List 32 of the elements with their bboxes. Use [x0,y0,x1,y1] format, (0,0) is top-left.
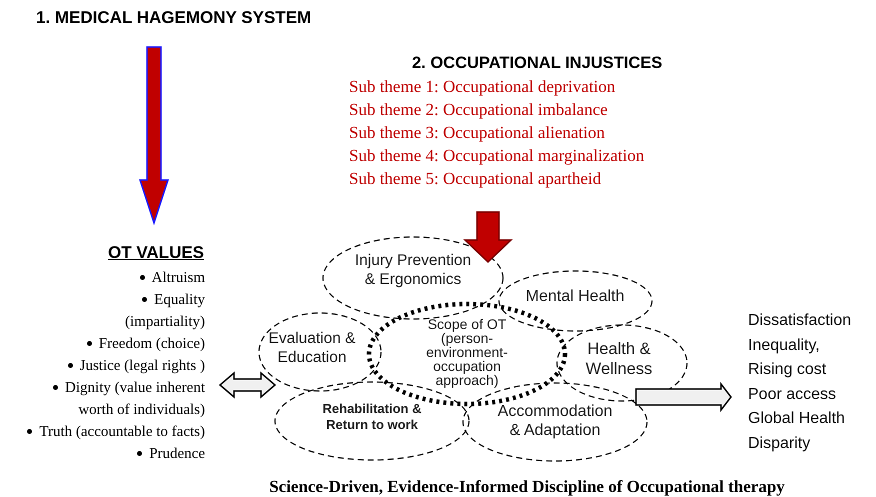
ellipse-label: Mental Health [524,287,626,306]
outcome-text: Rising cost [748,360,828,380]
value-item: Dignity (value inherent worth of individuals) [25,377,205,421]
ellipse-label: Scope of OT (person-environment-occupation approach) [425,317,509,387]
value-item: Justice (legal rights ) [68,355,205,377]
block-arrow [463,211,513,264]
block-arrow [635,382,732,412]
ellipse-label: Health & Wellness [584,340,654,380]
value-item: Prudence [137,443,205,465]
block-arrow [138,46,170,226]
caption: Science-Driven, Evidence-Informed Discipline of Occupational therapy [268,477,786,497]
outcome-text: Poor access [748,384,838,404]
title-heading: 1. MEDICAL HAGEMONY SYSTEM [36,8,312,28]
value-item: Altruism [140,267,205,289]
outcome-text: Inequality, [748,336,821,356]
section-heading: 2. OCCUPATIONAL INJUSTICES [412,54,662,73]
outcome-text: Global Health Disparity [748,409,846,454]
value-item: Equality (impartiality) [95,289,205,333]
value-item: Truth (accountable to facts) [27,421,205,443]
sub-theme-item: Sub theme 2: Occupational imbalance [349,100,608,120]
ellipse-label: Evaluation & Education [267,330,357,368]
double-block-arrow [218,371,276,399]
ellipse-label: Rehabilitation & Return to work [322,401,422,432]
section-heading: OT VALUES [108,243,204,263]
sub-theme-item: Sub theme 3: Occupational alienation [349,123,605,143]
sub-theme-item: Sub theme 5: Occupational apartheid [349,169,602,189]
ellipse-label: Injury Prevention & Ergonomics [354,252,472,290]
sub-theme-item: Sub theme 4: Occupational marginalization [349,146,644,166]
outcome-text: Dissatisfaction [748,311,852,331]
ellipse-label: Accommodation & Adaptation [496,402,614,440]
sub-theme-item: Sub theme 1: Occupational deprivation [349,77,616,97]
value-item: Freedom (choice) [86,333,205,355]
